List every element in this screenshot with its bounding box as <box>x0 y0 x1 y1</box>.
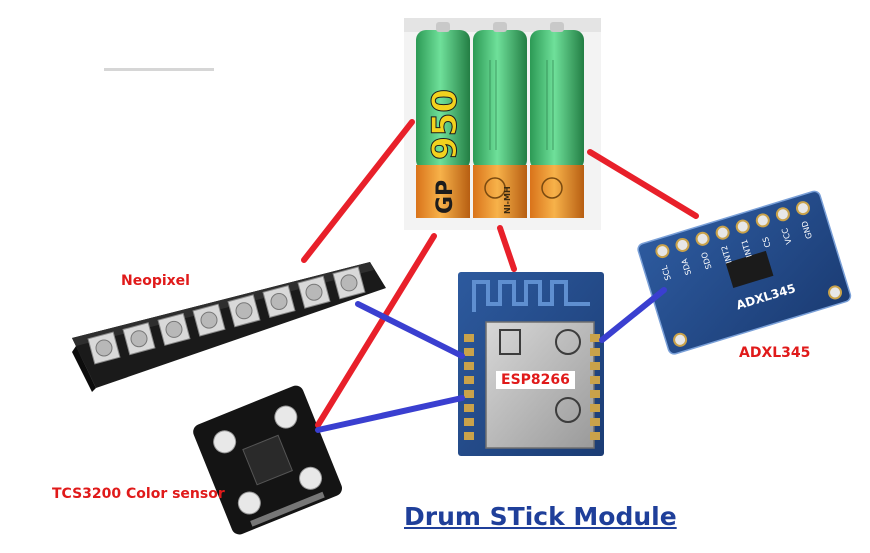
adxl-pin-hole <box>735 219 750 234</box>
antenna-trace <box>472 280 590 312</box>
battery-brand-text: GP <box>433 180 458 214</box>
sensor-leds <box>213 405 323 515</box>
adxl-pin-hole <box>655 244 670 259</box>
tcs3200-label: TCS3200 Color sensor <box>52 486 225 502</box>
wire-battery-neopixel <box>301 119 415 263</box>
wire-esp8266-adxl345 <box>599 287 667 343</box>
wire-battery-tcs3200 <box>315 233 437 428</box>
neopixel-leds <box>87 266 366 365</box>
esp-pad <box>590 334 600 342</box>
esp-pad <box>464 418 474 426</box>
esp-pad <box>464 404 474 412</box>
esp-pad <box>590 348 600 356</box>
adxl-pin-hole <box>775 207 790 222</box>
diagram-title: Drum STick Module <box>404 502 677 531</box>
esp-pad <box>464 334 474 342</box>
esp-pad <box>590 404 600 412</box>
wires <box>301 119 699 433</box>
adxl-pin-hole <box>755 213 770 228</box>
adxl-pin-label: SCL <box>660 264 673 282</box>
wire-battery-adxl345 <box>587 149 699 219</box>
adxl-pin-hole <box>695 231 710 246</box>
battery-cell-1 <box>416 22 470 218</box>
esp-pad <box>464 432 474 440</box>
esp-pad <box>464 376 474 384</box>
esp-pad <box>590 362 600 370</box>
esp-pad <box>590 418 600 426</box>
wire-tcs3200-esp8266 <box>315 395 465 433</box>
battery-cell-3 <box>530 22 584 218</box>
esp-pin-pads <box>464 334 600 440</box>
neopixel-strip <box>72 262 386 392</box>
esp-pad <box>464 348 474 356</box>
battery-cell-2 <box>473 22 527 218</box>
recycle-icon <box>541 177 563 199</box>
neopixel-led <box>227 294 261 328</box>
neopixel-label: Neopixel <box>121 273 190 289</box>
neopixel-led <box>157 312 191 346</box>
esp8266-label: ESP8266 <box>496 371 575 389</box>
adxl-pin-label: CS <box>761 236 773 249</box>
adxl-pin-hole <box>675 237 690 252</box>
neopixel-led <box>297 275 331 309</box>
recycle-icon <box>484 177 506 199</box>
neopixel-led <box>262 284 296 319</box>
neopixel-led <box>87 331 121 365</box>
battery-capacity-text: 950 <box>425 89 465 160</box>
adxl-pin-hole <box>795 201 810 216</box>
neopixel-led <box>192 303 226 337</box>
wire-battery-esp8266 <box>497 225 517 272</box>
esp-pad <box>590 432 600 440</box>
divider-bar <box>104 68 214 71</box>
battery-pack: GP 950 NI-MH <box>404 18 601 230</box>
adxl-chip <box>725 250 774 288</box>
wifi-logo-icon <box>555 329 581 355</box>
adxl-pin-hole <box>715 225 730 240</box>
wire-neopixel-esp8266 <box>355 301 465 359</box>
adxl345-label: ADXL345 <box>739 345 811 361</box>
tcs3200-module <box>193 385 342 535</box>
esp-pad <box>464 362 474 370</box>
esp-pad <box>590 390 600 398</box>
esp-pad <box>590 376 600 384</box>
battery-chemistry-text: NI-MH <box>503 186 512 214</box>
neopixel-led <box>122 322 156 356</box>
neopixel-led <box>332 266 366 300</box>
esp8266-module <box>458 272 604 456</box>
esp-pad <box>464 390 474 398</box>
